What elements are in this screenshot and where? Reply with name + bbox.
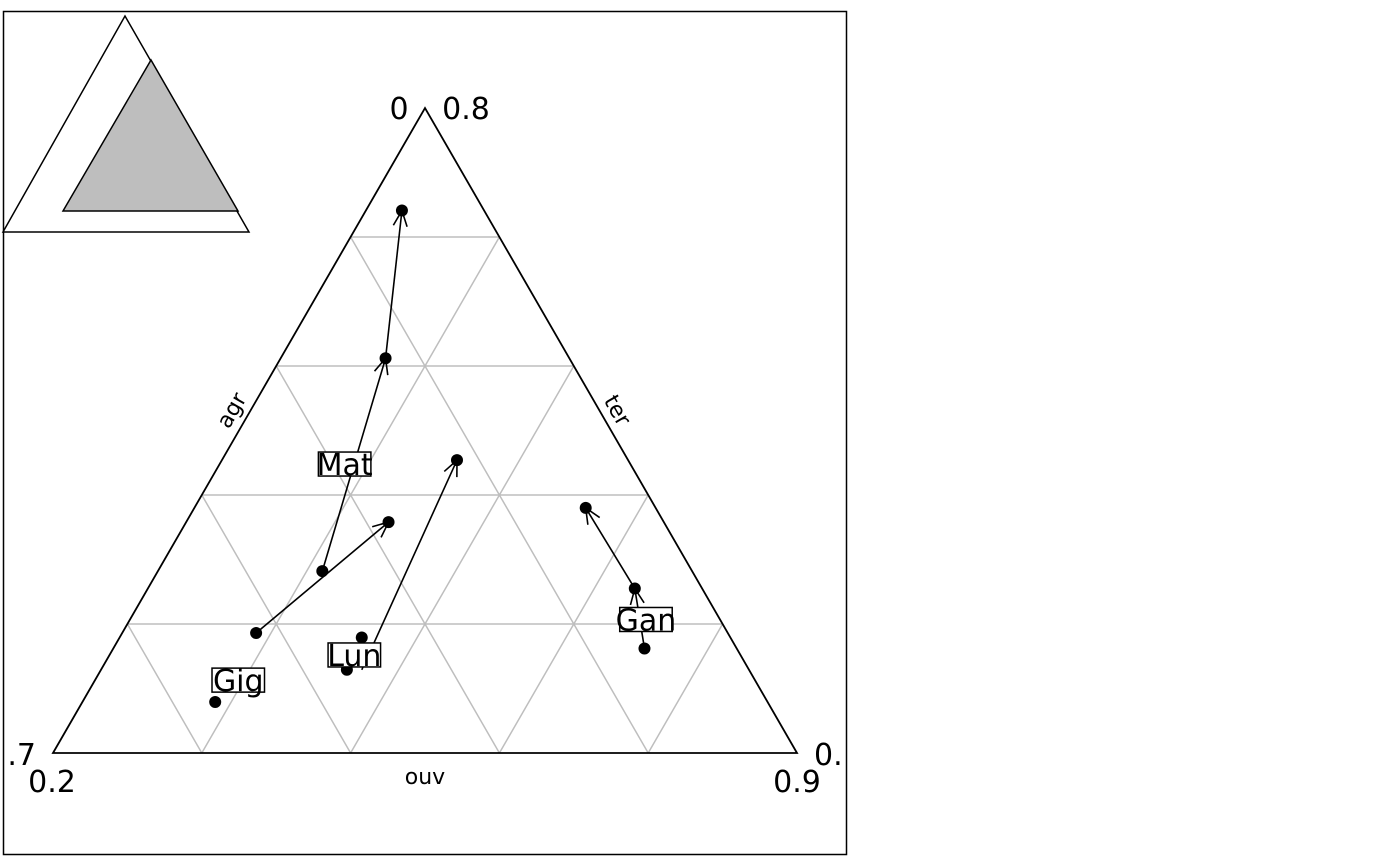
corner-label-bottom-right-lower: 0.9 bbox=[773, 765, 821, 800]
data-point bbox=[628, 582, 641, 595]
inset-zoom-triangle bbox=[61, 58, 240, 212]
inset-overview bbox=[1, 14, 251, 233]
data-point bbox=[638, 642, 651, 655]
corner-label-top-right: 0.8 bbox=[442, 92, 490, 127]
ternary-outline bbox=[51, 106, 799, 754]
corner-label-bottom-left-lower: 0.2 bbox=[28, 765, 76, 800]
plot-frame bbox=[2, 10, 848, 856]
data-point bbox=[382, 516, 395, 529]
corner-label-bottom-left-upper: .7 bbox=[7, 738, 36, 773]
grid-line bbox=[647, 623, 724, 754]
data-point bbox=[379, 352, 392, 365]
point-label-box bbox=[211, 667, 266, 693]
point-label: Lun bbox=[327, 639, 381, 674]
data-point bbox=[250, 627, 263, 640]
data-point bbox=[450, 454, 463, 467]
data-point bbox=[209, 696, 222, 709]
grid-line bbox=[349, 365, 575, 754]
corner-label-top-left: 0 bbox=[389, 92, 408, 127]
axis-label-bottom: ouv bbox=[405, 765, 445, 790]
grid-line bbox=[498, 494, 649, 754]
arrow-shaft bbox=[255, 521, 390, 634]
grid-line bbox=[126, 623, 203, 754]
data-point bbox=[579, 501, 592, 514]
arrow-shaft bbox=[361, 459, 458, 671]
data-point bbox=[395, 204, 408, 217]
point-label-box bbox=[618, 606, 673, 633]
grid-line bbox=[275, 365, 501, 754]
point-label-box bbox=[317, 451, 372, 477]
grid-line bbox=[201, 494, 352, 754]
data-point bbox=[355, 631, 368, 644]
point-label-box bbox=[327, 642, 382, 668]
point-label: Gan bbox=[616, 603, 677, 638]
arrow-shaft bbox=[585, 507, 636, 589]
data-point bbox=[316, 565, 329, 578]
corner-label-bottom-right-upper: 0. bbox=[814, 738, 843, 773]
point-label: Gig bbox=[213, 664, 264, 699]
axis-label-right: ter bbox=[598, 391, 636, 431]
axis-label-left: agr bbox=[212, 388, 252, 433]
point-label: Mat bbox=[317, 448, 373, 483]
arrow-layer bbox=[255, 208, 646, 671]
arrow-shaft bbox=[384, 210, 403, 359]
